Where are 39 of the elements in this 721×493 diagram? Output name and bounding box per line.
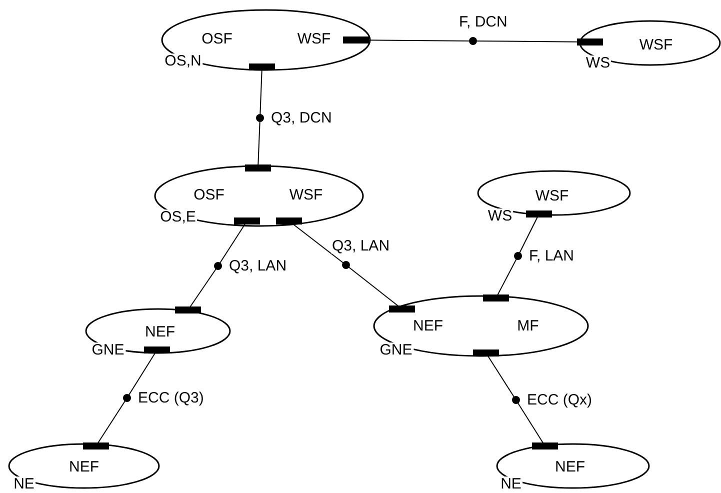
element-type-label: GNE	[90, 342, 126, 358]
interface-link	[276, 218, 415, 312]
edge-label: Q3, DCN	[270, 110, 333, 126]
function-label: NEF	[413, 318, 443, 334]
function-label: NEF	[555, 460, 585, 474]
edge-label: ECC (Qx)	[526, 392, 593, 408]
edge-label: ECC (Q3)	[137, 390, 205, 406]
function-label: OSF	[194, 188, 224, 202]
element-type-label: NE	[12, 476, 36, 492]
interface-link	[483, 210, 552, 302]
interface-link	[473, 350, 558, 450]
element-type-label: WS	[486, 208, 514, 224]
function-label: NEF	[145, 324, 175, 340]
edge-label: F, DCN	[458, 14, 508, 30]
function-label: WSF	[289, 188, 323, 202]
element-type-label: OS,E	[159, 210, 197, 224]
interface-link	[175, 218, 260, 314]
function-label: WSF	[535, 188, 569, 204]
interface-link	[245, 64, 275, 172]
interface-link	[343, 36, 603, 46]
edge-label: F, LAN	[528, 248, 576, 264]
network-element-ellipse	[496, 443, 651, 492]
function-label: WSF	[639, 38, 673, 52]
element-type-label: OS,N	[164, 54, 202, 68]
element-type-label: NE	[500, 476, 522, 492]
element-type-label: WS	[584, 56, 612, 70]
edge-label: Q3, LAN	[228, 258, 288, 274]
network-element-ellipse	[152, 165, 366, 229]
edge-label: Q3, LAN	[331, 238, 391, 254]
network-element-ellipse	[8, 443, 161, 492]
function-label: WSF	[297, 32, 331, 46]
function-label: NEF	[69, 460, 99, 474]
network-element-ellipse	[578, 19, 721, 69]
network-element-ellipse	[84, 308, 232, 357]
function-label: OSF	[202, 32, 232, 46]
function-label: MF	[517, 318, 539, 334]
interface-link	[83, 346, 170, 450]
element-type-label: GNE	[378, 342, 414, 358]
network-element-ellipse	[372, 295, 590, 358]
